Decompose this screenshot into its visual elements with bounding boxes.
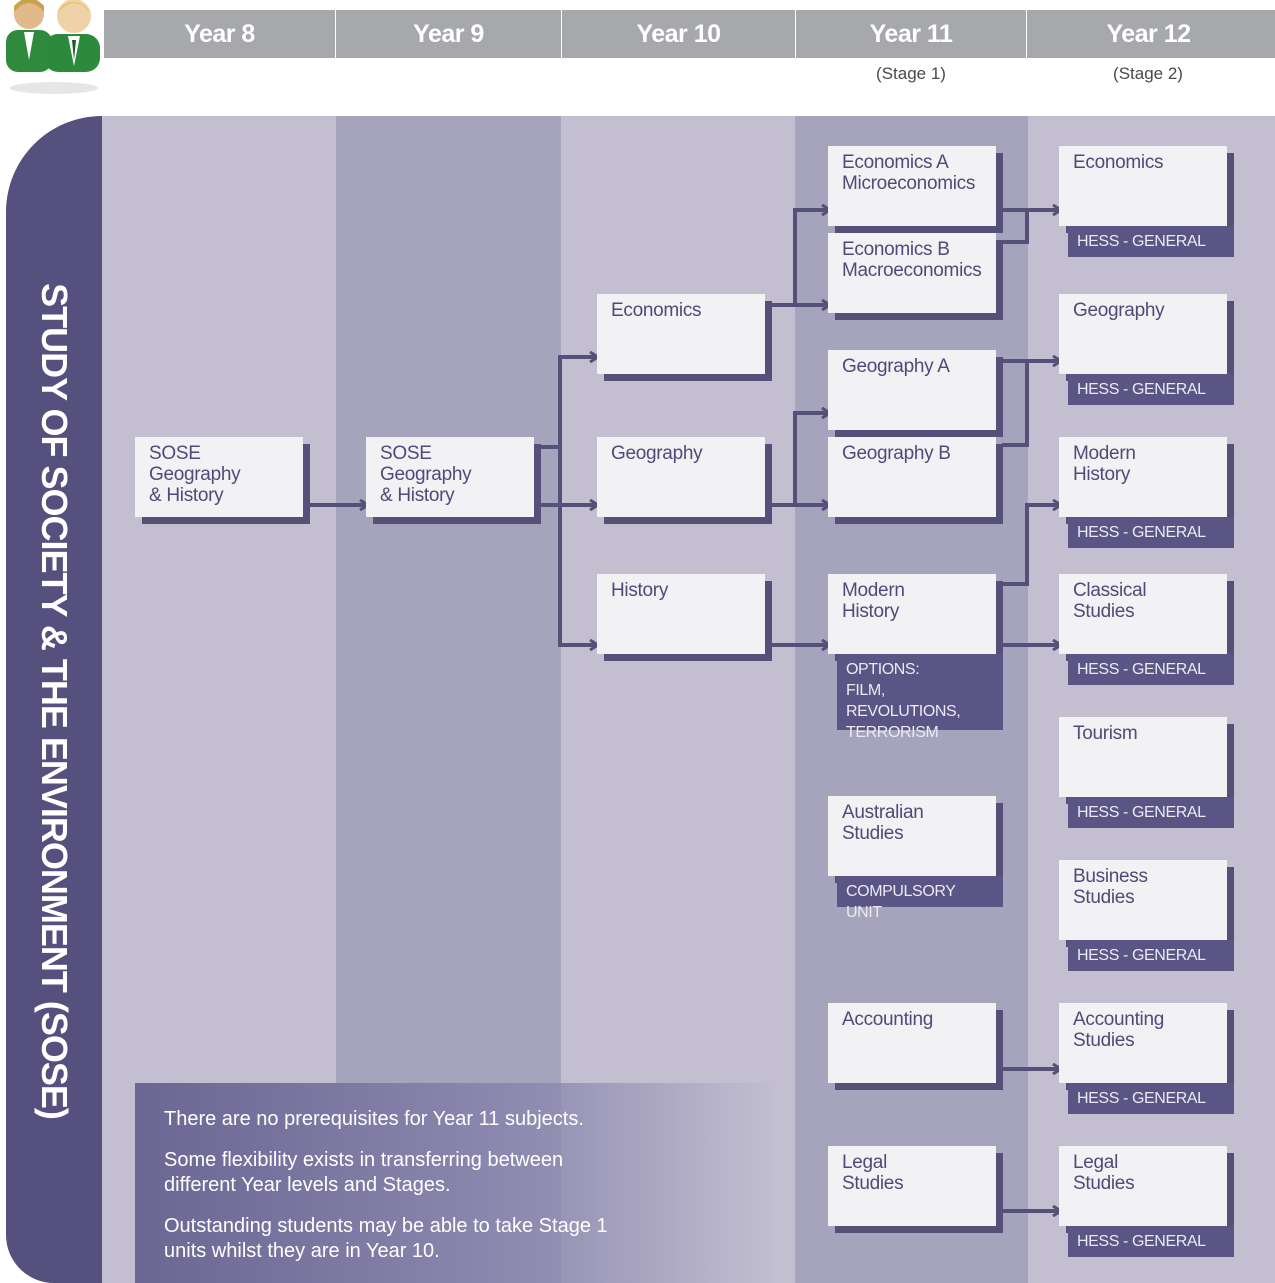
subject-sose-year-9: SOSE Geography & History <box>366 437 534 517</box>
subject-accounting-studies: Accounting Studies <box>1059 1003 1227 1083</box>
year-11-header: Year 11 <box>869 20 953 48</box>
note-text: There are no prerequisites for Year 11 s… <box>164 1108 584 1130</box>
subject-economics-year-12: Economics <box>1059 146 1227 226</box>
year-header-band <box>104 10 1275 58</box>
subject-history-year-10: History <box>597 574 765 654</box>
subject-tourism: Tourism <box>1059 717 1227 797</box>
subject-economics-year-10: Economics <box>597 294 765 374</box>
subject-modern-history-year-12: Modern History <box>1059 437 1227 517</box>
hess-general-tag: HESS - GENERAL <box>1068 1083 1234 1114</box>
hess-general-tag: HESS - GENERAL <box>1068 226 1234 257</box>
hess-general-tag: HESS - GENERAL <box>1068 517 1234 548</box>
subject-geography-year-12: Geography <box>1059 294 1227 374</box>
students-logo <box>6 0 100 94</box>
header-divider <box>1026 10 1027 58</box>
subject-economics-b: Economics B Macroeconomics <box>828 233 996 313</box>
hess-general-tag: HESS - GENERAL <box>1068 1226 1234 1257</box>
year-12-stage: (Stage 2) <box>1113 64 1183 83</box>
subject-geography-b: Geography B <box>828 437 996 517</box>
year-12-header: Year 12 <box>1106 20 1191 48</box>
compulsory-unit-tag: COMPULSORY UNIT <box>837 876 1003 921</box>
note-text: Outstanding students may be able to take… <box>164 1215 608 1262</box>
header-divider <box>795 10 796 58</box>
subject-geography-a: Geography A <box>828 350 996 430</box>
hess-general-tag: HESS - GENERAL <box>1068 797 1234 828</box>
subject-modern-history-year-11: Modern History <box>828 574 996 654</box>
note-text: Some flexibility exists in transferring … <box>164 1149 564 1196</box>
header-divider <box>561 10 562 58</box>
subject-legal-studies-year-12: Legal Studies <box>1059 1146 1227 1226</box>
subject-business-studies: Business Studies <box>1059 860 1227 940</box>
subject-accounting-year-11: Accounting <box>828 1003 996 1083</box>
subject-economics-a: Economics A Microeconomics <box>828 146 996 226</box>
subject-classical-studies: Classical Studies <box>1059 574 1227 654</box>
year-10-header: Year 10 <box>636 20 721 48</box>
subject-geography-year-10: Geography <box>597 437 765 517</box>
subject-sose-year-8: SOSE Geography & History <box>135 437 303 517</box>
hess-general-tag: HESS - GENERAL <box>1068 940 1234 971</box>
modern-history-options-tag: OPTIONS: FILM, REVOLUTIONS, TERRORISM <box>837 654 1003 741</box>
notes-panel: There are no prerequisites for Year 11 s… <box>135 1083 775 1283</box>
year-9-header: Year 9 <box>413 20 484 48</box>
hess-general-tag: HESS - GENERAL <box>1068 374 1234 405</box>
hess-general-tag: HESS - GENERAL <box>1068 654 1234 685</box>
subject-australian-studies: Australian Studies <box>828 796 996 876</box>
sidebar-title-panel <box>6 116 102 1283</box>
year-11-stage: (Stage 1) <box>876 64 946 83</box>
subject-legal-studies-year-11: Legal Studies <box>828 1146 996 1226</box>
year-8-header: Year 8 <box>184 20 255 48</box>
header-divider <box>335 10 336 58</box>
